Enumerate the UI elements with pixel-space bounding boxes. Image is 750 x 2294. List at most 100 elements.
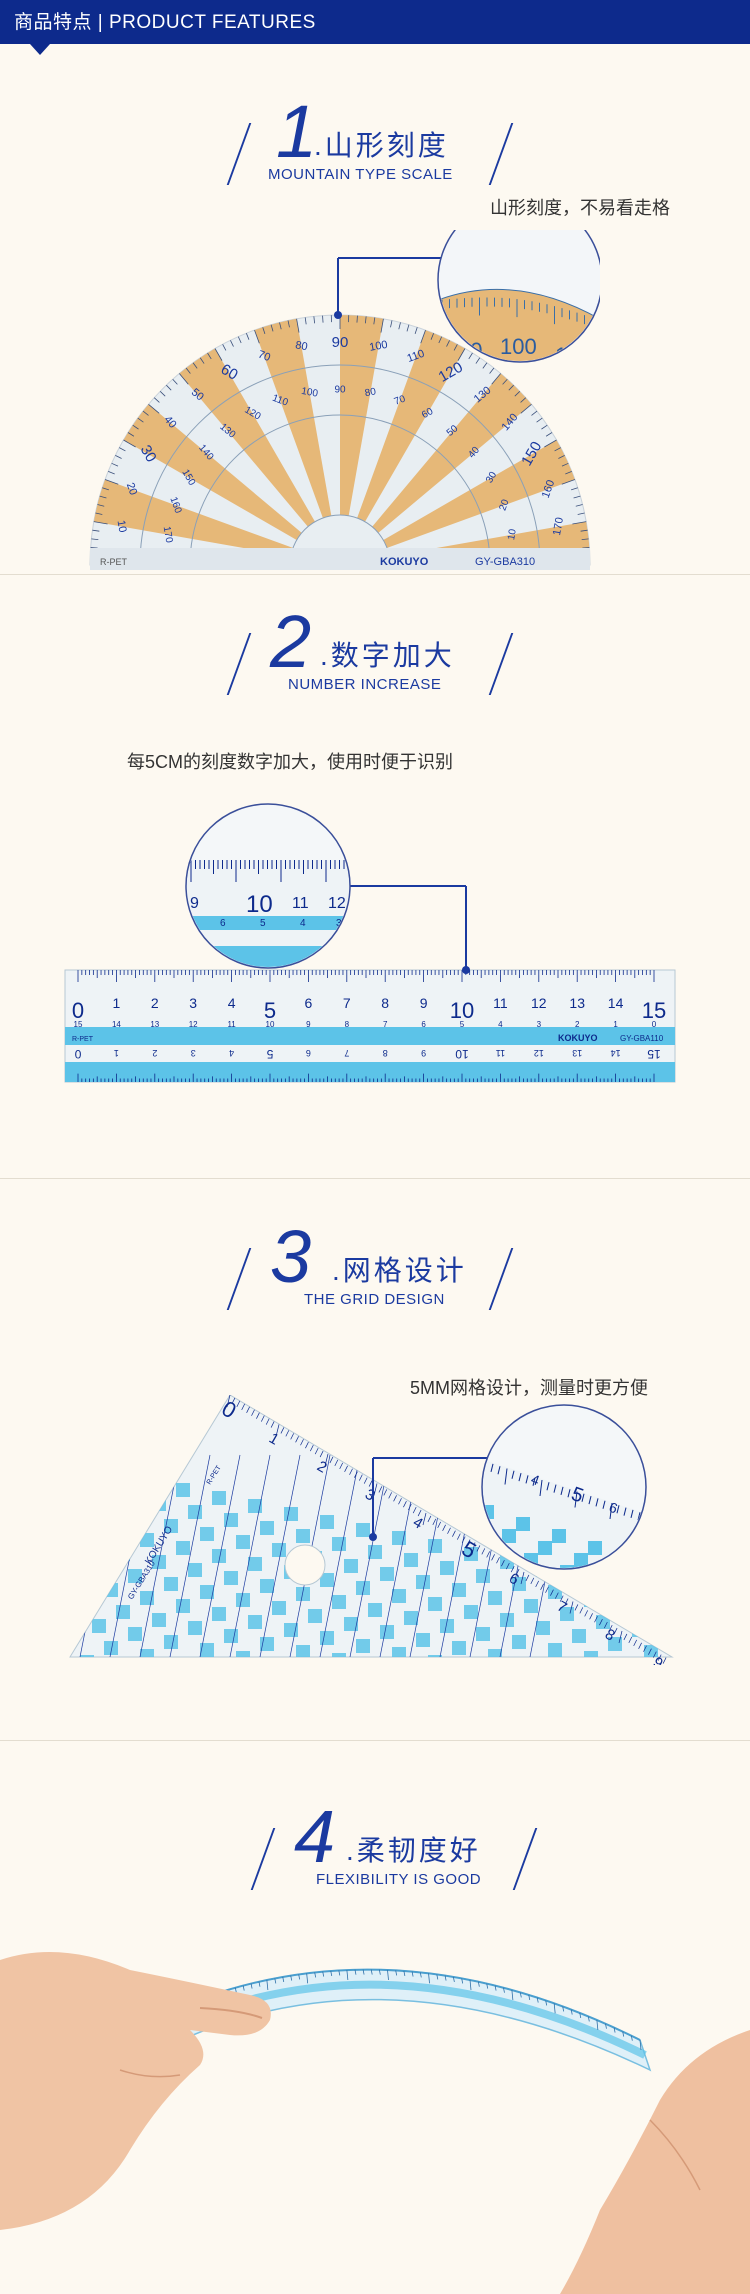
protractor-tick <box>520 403 532 414</box>
grid-cell <box>188 1505 202 1519</box>
protractor-tick <box>365 316 367 324</box>
ruler-reverse-label: 3 <box>537 1020 542 1029</box>
protractor-inner-label: 100 <box>300 386 319 400</box>
protractor-label: 170 <box>551 516 566 536</box>
triangle-tick <box>339 1462 344 1470</box>
ruler-model: GY-GBA110 <box>620 1034 664 1043</box>
protractor-tick <box>137 417 144 423</box>
grid-cell <box>248 1615 262 1629</box>
ruler-bottom-label: 4 <box>229 1048 234 1058</box>
bent-ruler-tick <box>477 1981 480 1987</box>
grid-cell <box>152 1497 166 1511</box>
triangle-tick <box>501 1560 505 1567</box>
grid-cell <box>128 1511 142 1525</box>
zoom-grid-cell <box>538 1541 552 1555</box>
bent-ruler-tick <box>282 1976 285 1983</box>
zoom-grid-cell <box>596 1577 610 1591</box>
protractor-tick <box>279 322 282 330</box>
triangle-tick <box>334 1459 339 1467</box>
bent-ruler-tick <box>411 1971 414 1977</box>
grid-cell <box>524 1657 538 1665</box>
bent-ruler-tick <box>494 1985 497 1991</box>
protractor-brand: KOKUYO <box>380 556 429 568</box>
ruler-label: 13 <box>569 995 585 1011</box>
grid-cell <box>380 1567 394 1581</box>
zoom-grid-cell <box>502 1529 516 1543</box>
grid-cell <box>572 1629 586 1643</box>
ruler-reverse-label: 4 <box>498 1020 503 1029</box>
ruler-label: 4 <box>228 995 236 1011</box>
zoom-tick-mark <box>673 1524 675 1532</box>
zoom-grid-cell <box>582 1589 596 1603</box>
grid-cell <box>176 1657 190 1665</box>
protractor-tick <box>580 529 588 532</box>
ruler-label: 14 <box>608 995 624 1011</box>
bent-ruler-tick <box>503 1987 505 1993</box>
triangle-tick <box>388 1492 393 1499</box>
grid-cell <box>368 1661 382 1665</box>
protractor-label: 70 <box>256 349 272 364</box>
bent-ruler-tick <box>486 1983 489 1989</box>
protractor-tick <box>541 424 548 430</box>
triangle-tick <box>535 1580 540 1588</box>
ruler-bottom-label: 13 <box>572 1048 582 1058</box>
ruler-reverse-label: 2 <box>575 1020 580 1029</box>
protractor-label: 30 <box>137 442 160 465</box>
ruler-label: 0 <box>72 998 84 1023</box>
grid-cell <box>512 1635 526 1649</box>
grid-cell <box>440 1619 454 1633</box>
bent-ruler-tick <box>444 1975 447 1981</box>
triangle-tick <box>246 1406 250 1413</box>
feature-zh-title: .数字加大 <box>320 640 455 671</box>
left-slash <box>250 1828 276 1890</box>
zoom-tick-mark <box>525 1475 529 1484</box>
grid-cell <box>464 1605 478 1619</box>
left-slash <box>226 123 252 185</box>
protractor-wedge <box>93 479 340 565</box>
grid-cell <box>380 1625 394 1639</box>
grid-cell <box>104 1583 118 1597</box>
protractor-label: 10 <box>114 519 128 533</box>
grid-cell <box>620 1601 634 1615</box>
bent-ruler-tick <box>452 1976 455 1983</box>
triangle-tick <box>491 1554 495 1561</box>
ruler-label: 7 <box>343 995 351 1011</box>
ruler-bottom-label: 7 <box>344 1048 349 1058</box>
protractor-wedge <box>340 373 532 565</box>
zoom-tick-mark <box>470 1457 472 1473</box>
feature-number: 3 <box>270 1215 312 1298</box>
triangle-tick <box>452 1530 456 1537</box>
grid-cell <box>644 1587 658 1601</box>
zoom-tick-mark <box>652 1517 654 1525</box>
protractor-tick <box>561 462 569 467</box>
triangle-tick <box>231 1397 236 1405</box>
zoom-tick-mark <box>644 1514 645 1531</box>
protractor-tick <box>153 397 160 403</box>
grid-cell <box>536 1621 550 1635</box>
triangle-tick <box>241 1403 246 1411</box>
ruler-reverse-label: 1 <box>613 1020 618 1029</box>
protractor-tick <box>475 357 481 364</box>
zoom-grid-cell <box>483 1505 494 1519</box>
grid-cell <box>140 1475 154 1489</box>
grid-cell <box>320 1573 334 1587</box>
grid-cell <box>356 1581 370 1595</box>
protractor-tick <box>380 318 384 333</box>
protractor-material: R-PET <box>100 557 128 567</box>
protractor-tick <box>192 362 198 369</box>
ruler-bottom-label: 10 <box>455 1047 469 1061</box>
grid-cell <box>608 1637 622 1651</box>
grid-cell <box>656 1609 670 1623</box>
protractor-wedge <box>179 348 340 565</box>
bent-ruler-tick <box>306 1973 309 1984</box>
bent-ruler-tick <box>266 1979 269 1991</box>
protractor-inner-label: 160 <box>167 495 183 515</box>
bent-ruler-tick <box>242 1985 245 1991</box>
protractor-tick <box>166 384 172 391</box>
ruler-label: 9 <box>420 995 428 1011</box>
triangle-tick <box>447 1527 451 1534</box>
triangle-tick <box>383 1489 388 1496</box>
ruler-bottom-label: 12 <box>534 1048 544 1058</box>
zoom-tick: 9 <box>190 895 199 912</box>
triangle-tick <box>358 1474 363 1481</box>
